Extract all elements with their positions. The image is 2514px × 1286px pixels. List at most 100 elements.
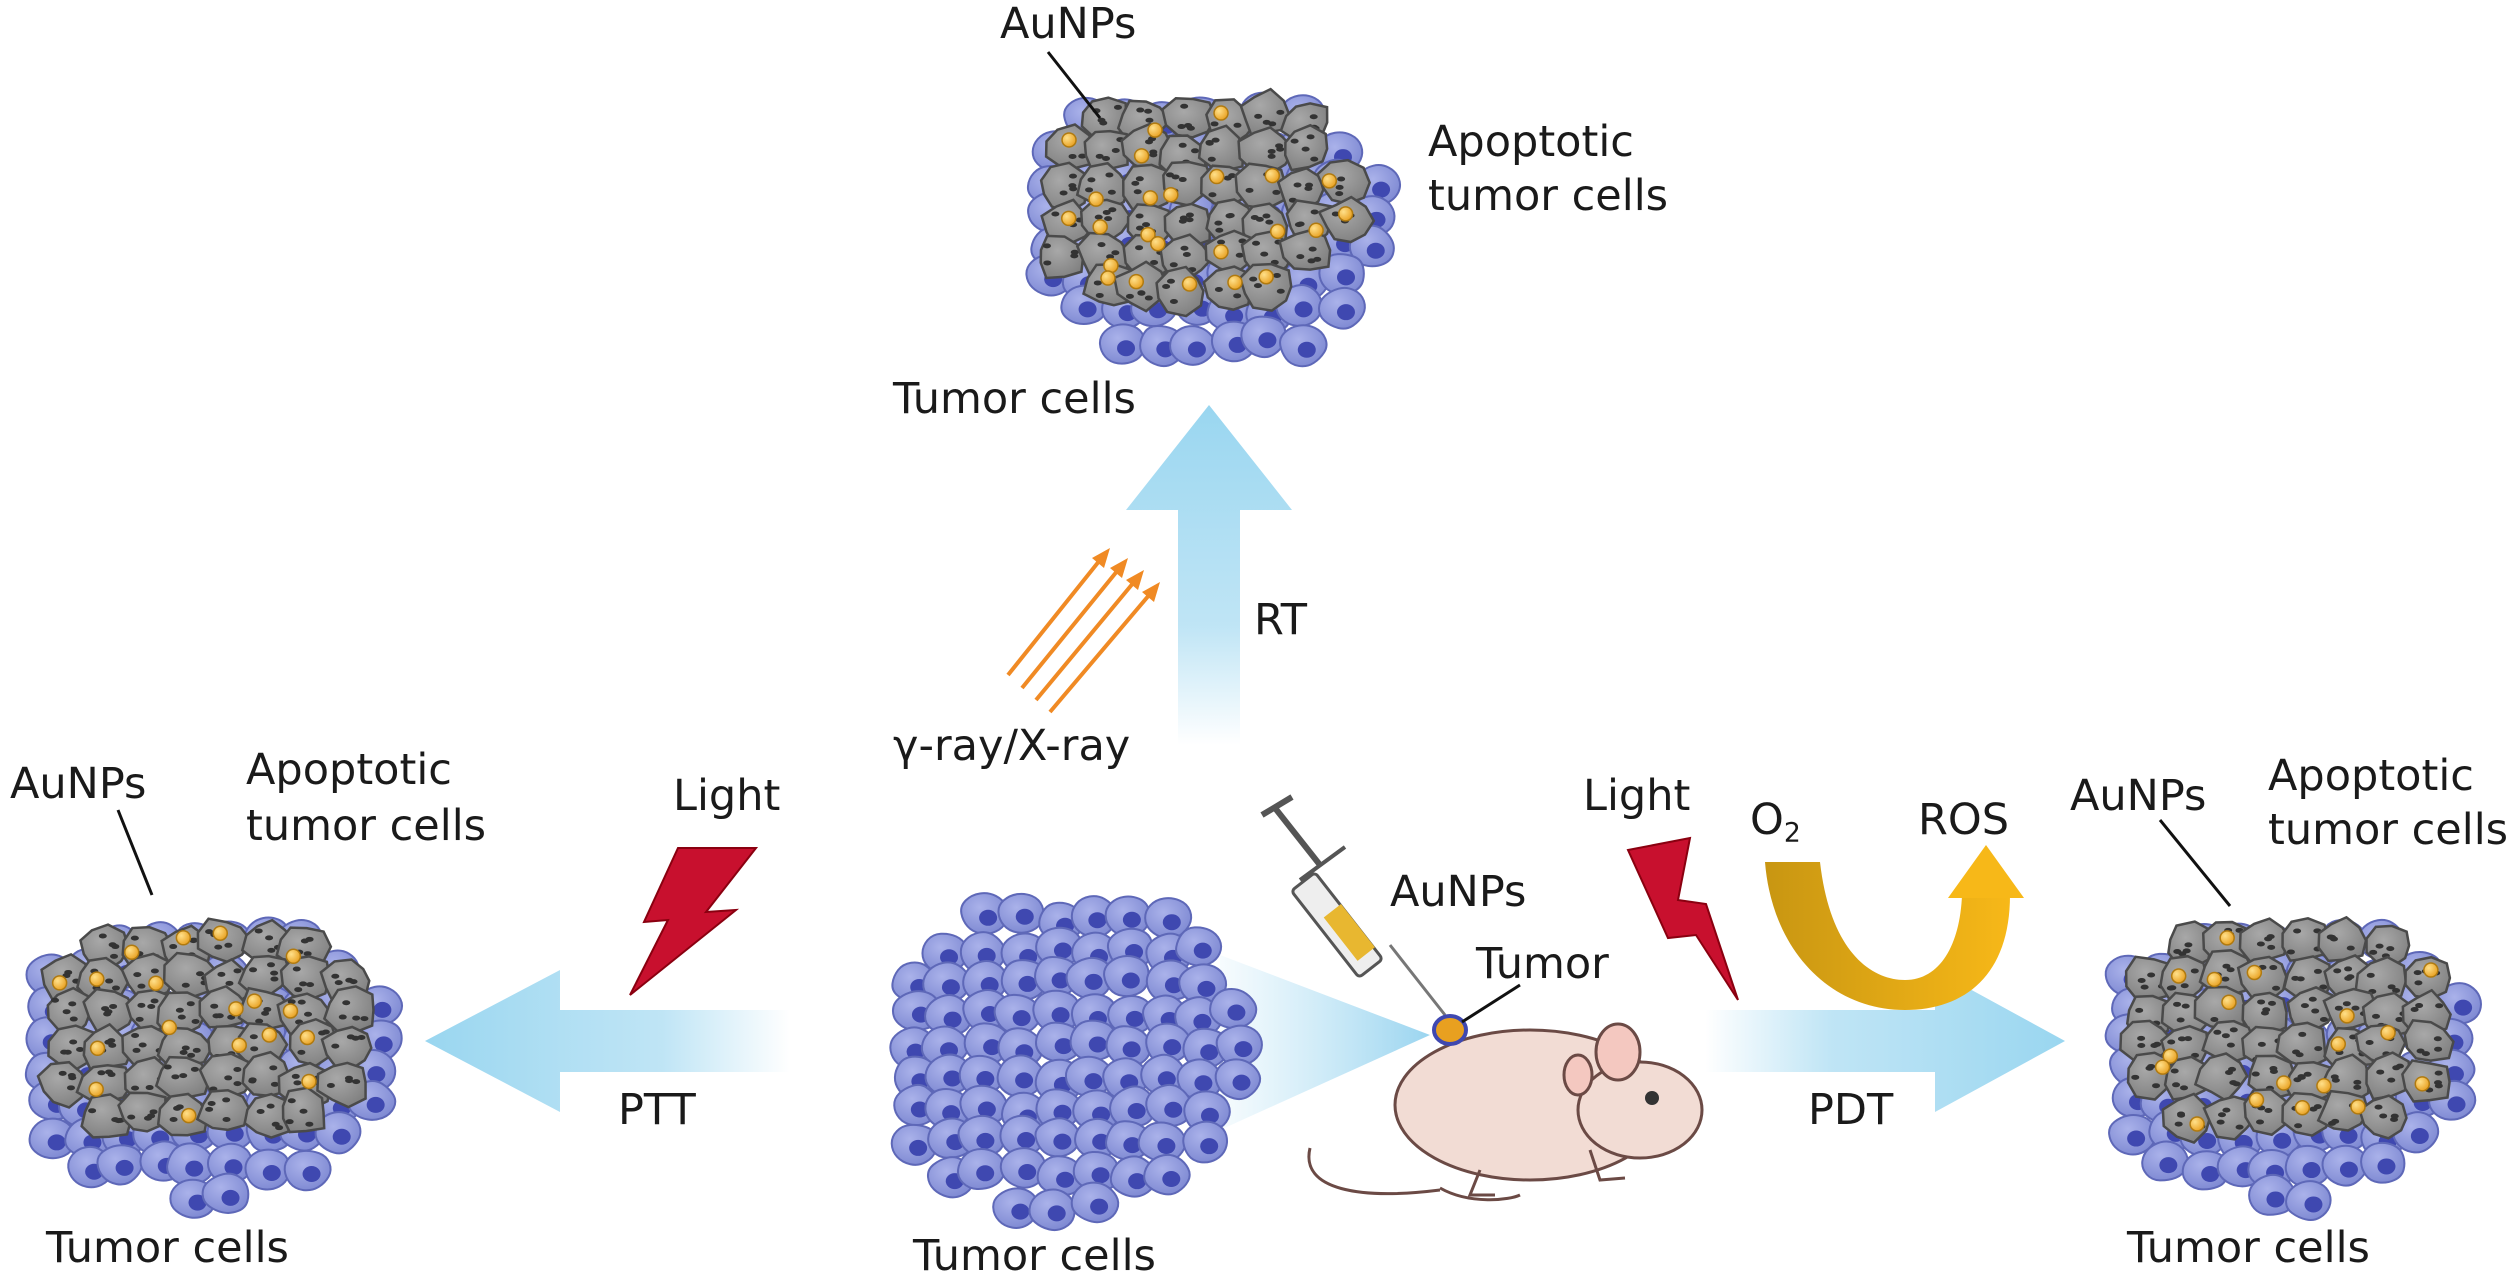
- fragment: [1331, 211, 1340, 217]
- fragment: [2222, 963, 2231, 969]
- fragment: [300, 938, 309, 944]
- cell-nucleus: [1294, 301, 1313, 318]
- fragment: [1097, 242, 1106, 248]
- cell-nucleus: [909, 1139, 928, 1156]
- right-apoptotic-label-line2: tumor cells: [2268, 805, 2509, 855]
- gold-nanoparticle: [2206, 971, 2223, 988]
- fragment: [2257, 1041, 2266, 1047]
- fragment: [2333, 968, 2342, 974]
- fragment: [191, 1019, 200, 1025]
- fragment: [1255, 216, 1264, 222]
- gold-nanoparticle: [2246, 964, 2263, 981]
- cell-nucleus: [1372, 181, 1391, 198]
- fragment: [2334, 1005, 2343, 1011]
- cell-nucleus: [1018, 975, 1037, 992]
- fragment: [187, 1052, 196, 1058]
- gold-nanoparticle: [1321, 173, 1338, 189]
- fragment: [249, 967, 258, 973]
- cell-nucleus: [1162, 1170, 1181, 1187]
- fragment: [2269, 965, 2278, 971]
- cell-nucleus: [2304, 1196, 2323, 1213]
- right-aunps-pointer: [2158, 819, 2232, 907]
- fragment: [189, 938, 198, 944]
- rt-arrow: [1126, 405, 1292, 745]
- cell-nucleus: [1121, 972, 1140, 989]
- fragment: [145, 1085, 154, 1091]
- fragment: [2314, 1046, 2323, 1052]
- fragment: [254, 928, 263, 934]
- apoptotic-cell: [2202, 1095, 2258, 1141]
- fragment: [2266, 934, 2275, 940]
- fragment: [1296, 254, 1305, 260]
- fragment: [1276, 288, 1285, 294]
- fragment: [334, 980, 343, 986]
- fragment: [2390, 1113, 2399, 1119]
- fragment: [1309, 114, 1318, 120]
- fragment: [1252, 240, 1261, 246]
- fragment: [2346, 945, 2355, 951]
- gold-nanoparticle: [89, 1040, 106, 1057]
- ptt-label: PTT: [618, 1085, 696, 1135]
- fragment: [69, 1016, 78, 1022]
- cell-nucleus: [1200, 1044, 1219, 1061]
- fragment: [192, 1047, 201, 1053]
- left-light-label: Light: [673, 771, 781, 821]
- fragment: [2295, 1052, 2304, 1058]
- fragment: [2137, 1043, 2146, 1049]
- cell-nucleus: [976, 1071, 995, 1088]
- gold-nanoparticle: [2294, 1100, 2311, 1116]
- cell-nucleus: [2201, 1166, 2220, 1183]
- fragment: [1223, 175, 1232, 181]
- cell-nucleus: [1047, 1205, 1066, 1222]
- cell-nucleus: [977, 1101, 996, 1118]
- fragment: [1135, 176, 1144, 182]
- gold-nanoparticle: [88, 1081, 104, 1098]
- fragment: [1249, 276, 1258, 282]
- cell-nucleus: [1091, 1167, 1110, 1184]
- cell-nucleus: [2159, 1157, 2178, 1174]
- fragment: [1144, 108, 1153, 114]
- fragment: [69, 1039, 78, 1045]
- fragment: [1215, 227, 1224, 233]
- gold-nanoparticle: [2189, 1116, 2205, 1132]
- fragment: [270, 976, 279, 982]
- fragment: [1093, 280, 1102, 286]
- fragment: [250, 1046, 259, 1052]
- apoptotic-cell: [2193, 1052, 2249, 1103]
- cell-nucleus: [2198, 1133, 2217, 1150]
- fragment: [2308, 996, 2317, 1002]
- fragment: [1180, 245, 1189, 251]
- cell-nucleus: [1015, 908, 1034, 925]
- cell-nucleus: [1015, 1072, 1034, 1089]
- fragment: [2173, 948, 2182, 954]
- gold-nanoparticle: [2276, 1075, 2292, 1091]
- fragment: [2353, 1084, 2362, 1090]
- fragment: [138, 1042, 147, 1048]
- gold-nanoparticle: [1213, 244, 1229, 260]
- fragment: [109, 1003, 118, 1009]
- apoptotic-cell: [2238, 917, 2292, 964]
- fragment: [2392, 988, 2401, 994]
- fragment: [1051, 211, 1060, 217]
- fragment: [62, 973, 71, 979]
- fragment: [352, 1079, 361, 1085]
- left-aunps-label: AuNPs: [10, 759, 147, 809]
- left-apoptotic-cluster: [24, 916, 404, 1219]
- gold-nanoparticle: [1269, 223, 1286, 240]
- fragment: [270, 1081, 279, 1087]
- fragment: [1180, 103, 1189, 109]
- fragment: [2256, 941, 2265, 947]
- fragment: [1306, 134, 1315, 140]
- fragment: [2176, 1017, 2185, 1023]
- cell-nucleus: [1162, 914, 1181, 931]
- tumor-pointer: [1461, 983, 1521, 1024]
- gold-nanoparticle: [2414, 1076, 2431, 1092]
- radiation-arrows-icon: [1006, 548, 1160, 714]
- apoptotic-cell: [2317, 915, 2368, 963]
- cell-nucleus: [2377, 1158, 2396, 1175]
- cell-nucleus: [1125, 1010, 1144, 1027]
- fragment: [1265, 219, 1274, 225]
- fragment: [1102, 156, 1111, 162]
- fragment: [1185, 217, 1194, 223]
- fragment: [1169, 262, 1178, 268]
